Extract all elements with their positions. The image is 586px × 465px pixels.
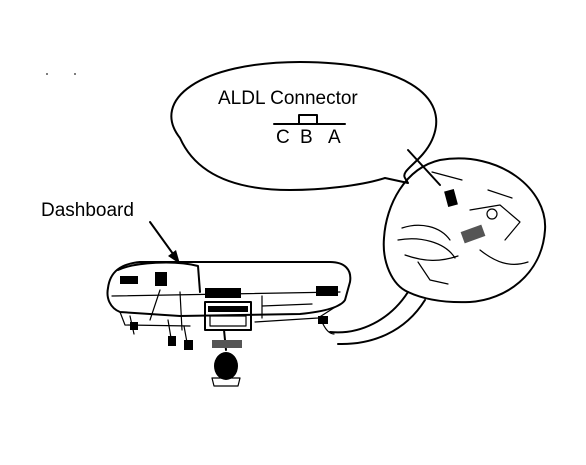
print-speck [74, 73, 76, 75]
dashboard-label: Dashboard [41, 200, 134, 221]
dashboard-pointer-arrow [149, 221, 180, 264]
print-speck [46, 73, 48, 75]
dashboard-illustration [106, 261, 352, 387]
pin-c-label: C [276, 127, 290, 148]
magnified-inset [329, 157, 547, 346]
callout-balloon [170, 61, 441, 191]
callout-title: ALDL Connector [218, 88, 358, 109]
connector-pin-symbol [273, 114, 346, 125]
pin-a-label: A [328, 127, 341, 148]
pin-b-label: B [300, 127, 313, 148]
